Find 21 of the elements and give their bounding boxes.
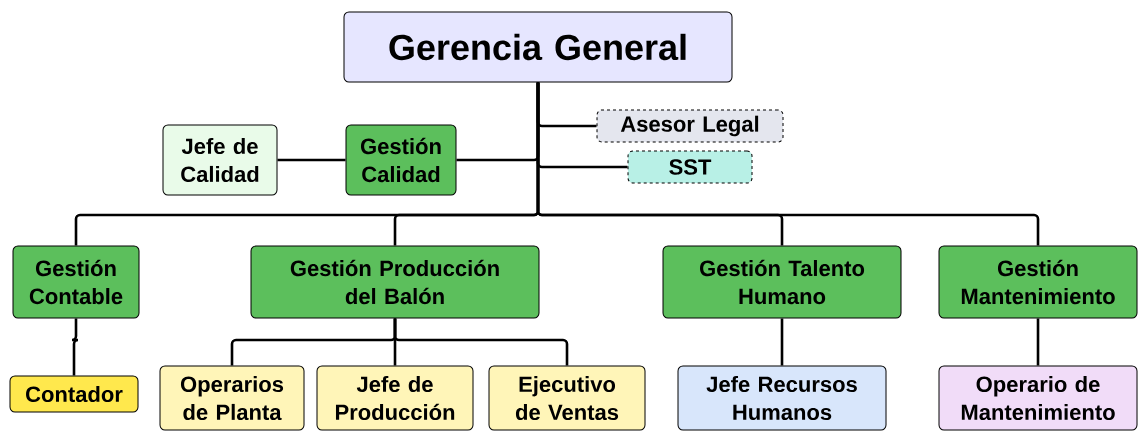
role-box: Jefe Recursos Humanos — [677, 365, 887, 431]
role-box: Operario de Mantenimiento — [938, 365, 1138, 431]
connector-line — [780, 318, 784, 366]
role-box: Ejecutivo de Ventas — [488, 365, 646, 431]
role-box: Jefe de Calidad — [162, 124, 278, 196]
department-box: Gestión Producción del Balón — [250, 245, 540, 319]
department-box: Gestión Calidad — [345, 124, 457, 196]
connector-line — [393, 318, 569, 366]
connector-line — [277, 158, 346, 162]
connector-line — [536, 82, 1040, 246]
advisor-box: SST — [627, 150, 753, 184]
department-box: Gestión Contable — [12, 245, 140, 319]
role-box: Contador — [9, 375, 139, 413]
title-box: Gerencia General — [343, 11, 733, 83]
connector-line — [70, 318, 80, 376]
role-box: Jefe de Producción — [316, 365, 474, 431]
department-box: Gestión Mantenimiento — [938, 245, 1138, 319]
role-box: Operarios de Planta — [159, 365, 305, 431]
department-box: Gestión Talento Humano — [662, 245, 902, 319]
advisor-box: Asesor Legal — [596, 109, 784, 143]
connector-line — [1036, 318, 1040, 366]
